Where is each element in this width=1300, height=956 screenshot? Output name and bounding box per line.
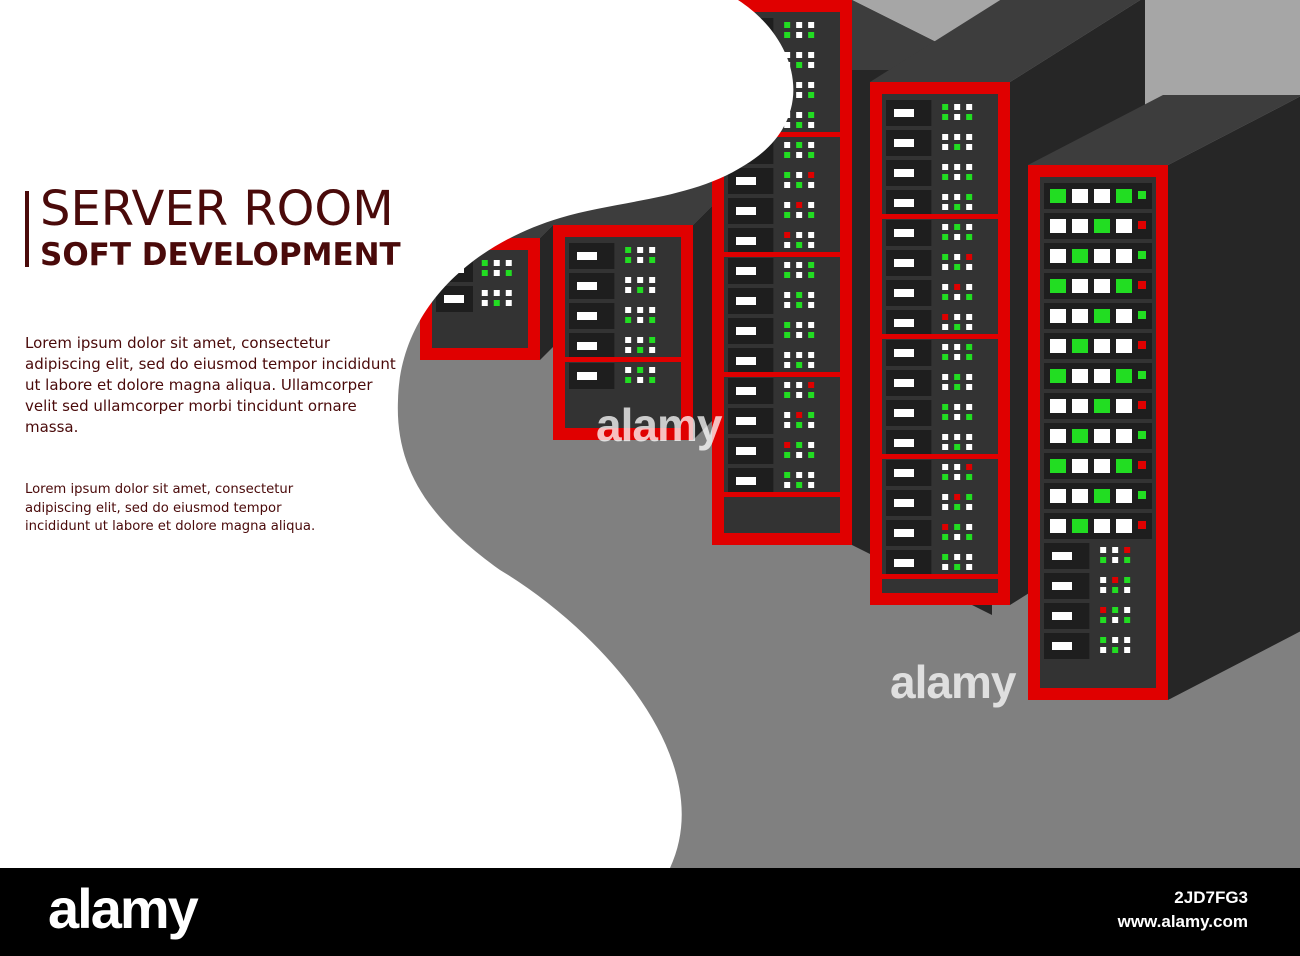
title-accent-bar bbox=[25, 191, 29, 267]
brand-logo: alamy bbox=[48, 877, 199, 940]
site-url-label: www.alamy.com bbox=[1117, 912, 1248, 931]
white-wave-panel bbox=[0, 0, 794, 868]
server-rack-icon bbox=[1028, 95, 1300, 700]
intro-paragraph: Lorem ipsum dolor sit amet, consectetur … bbox=[25, 334, 396, 436]
server-room-illustration bbox=[0, 0, 1300, 868]
page-title: SERVER ROOM bbox=[40, 181, 394, 237]
footer-bar bbox=[0, 868, 1300, 956]
watermark-logo: alamy bbox=[890, 656, 1016, 708]
image-id-label: 2JD7FG3 bbox=[1174, 888, 1248, 907]
watermark-logo: alamy bbox=[596, 399, 722, 451]
secondary-paragraph: Lorem ipsum dolor sit amet, consectetur … bbox=[25, 482, 316, 534]
page-subtitle: SOFT DEVELOPMENT bbox=[40, 237, 401, 273]
text-panel: SERVER ROOM SOFT DEVELOPMENT Lorem ipsum… bbox=[0, 0, 440, 600]
